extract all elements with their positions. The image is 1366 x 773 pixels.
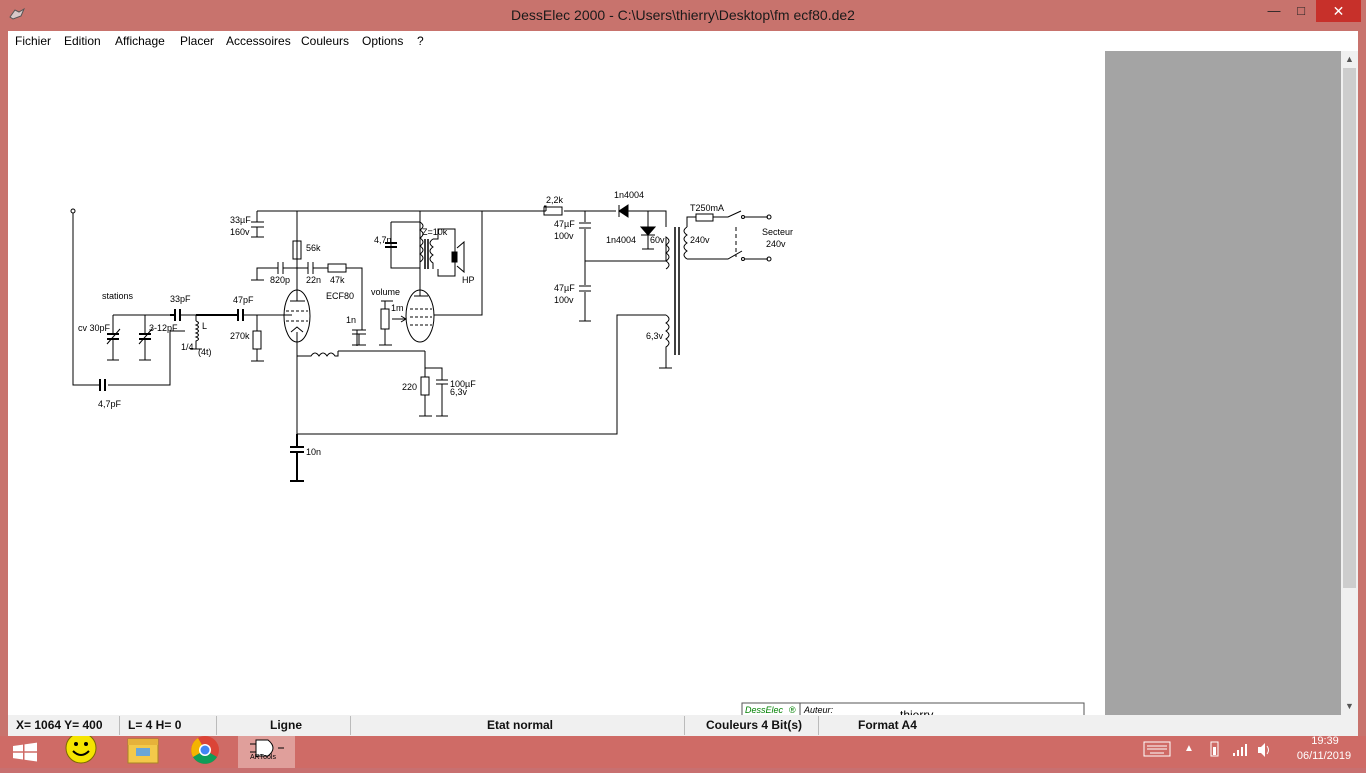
smiley-app-icon[interactable] [56,732,106,768]
label-c33u: 33µF [230,215,251,225]
start-button[interactable] [0,736,50,768]
label-d1: 1n4004 [614,190,644,200]
label-pot1m: 1m [391,303,404,313]
cartouche-reg: ® [789,705,796,715]
maximize-button[interactable]: □ [1297,3,1305,18]
chrome-icon[interactable] [180,736,230,768]
status-coords: X= 1064 Y= 400 [16,718,103,732]
label-c47u-a: 47µF [554,219,575,229]
label-fuse: T250mA [690,203,724,213]
label-trimmer: 3-12pF [149,323,178,333]
label-d2: 1n4004 [606,235,636,245]
label-stations: stations [102,291,134,301]
close-button[interactable]: ✕ [1316,0,1361,22]
label-volume: volume [371,287,400,297]
artools-icon [250,739,284,757]
label-v6-3: 6,3v [450,387,468,397]
menu-edition[interactable]: Edition [64,34,101,48]
status-format: Format A4 [858,718,917,732]
label-r2-2k: 2,2k [546,195,564,205]
status-tool: Ligne [270,718,302,732]
scroll-up-icon[interactable]: ▲ [1345,54,1354,64]
label-cv30: cv 30pF [78,323,111,333]
scrollbar-thumb[interactable] [1343,68,1356,588]
network-icon[interactable] [1230,736,1248,768]
label-c1n: 1n [346,315,356,325]
cartouche-brand: DessElec [745,705,784,715]
status-colors: Couleurs 4 Bit(s) [706,718,803,732]
cartouche-author-label: Auteur: [803,705,834,715]
menu-help[interactable]: ? [417,34,424,48]
label-r47k: 47k [330,275,345,285]
window-title: DessElec 2000 - C:\Users\thierry\Desktop… [511,7,855,23]
artools-label: ARTools [250,754,276,761]
menu-affichage[interactable]: Affichage [115,34,165,48]
app-icon[interactable] [9,7,25,21]
keyboard-icon[interactable] [1142,736,1172,768]
label-r56k: 56k [306,243,321,253]
file-explorer-icon[interactable] [118,736,168,768]
label-v60: 60v [650,235,665,245]
label-secteur: Secteur [762,227,793,237]
label-c820p: 820p [270,275,290,285]
label-c10n: 10n [306,447,321,457]
menu-placer[interactable]: Placer [180,34,215,48]
taskbar: ARTools ▲ 19:39 06/11/2019 [0,732,1366,768]
label-v160: 160v [230,227,250,237]
status-state: Etat normal [487,718,554,732]
label-v240a: 240v [690,235,710,245]
menu-accessoires[interactable]: Accessoires [226,34,291,48]
drawing-canvas[interactable]: stations cv 30pF 3-12pF 33pF 47pF L 1/4 … [8,51,1105,715]
menu-couleurs[interactable]: Couleurs [301,34,350,48]
menu-options[interactable]: Options [362,34,404,48]
label-c4-7n: 4,7n [374,235,392,245]
label-coil-4t: (4t) [198,347,212,357]
cartouche-author: thierry [900,708,933,715]
clock-date: 06/11/2019 [1296,750,1352,762]
volume-icon[interactable] [1255,736,1273,768]
label-r270k: 270k [230,331,250,341]
scroll-down-icon[interactable]: ▼ [1345,701,1354,711]
menu-fichier[interactable]: Fichier [15,34,52,48]
label-c22n: 22n [306,275,321,285]
label-coil-14: 1/4 [181,342,194,352]
label-coil-l: L [202,321,207,331]
label-c47u-b: 47µF [554,283,575,293]
schematic-drawing[interactable]: stations cv 30pF 3-12pF 33pF 47pF L 1/4 … [8,51,1105,715]
label-c47p: 47pF [233,295,254,305]
status-dims: L= 4 H= 0 [128,718,182,732]
clock-time: 19:39 [1311,735,1339,747]
label-c100u: 100µF [450,379,476,389]
status-bar: X= 1064 Y= 400 L= 4 H= 0 Ligne Etat norm… [8,715,1358,736]
label-c33p: 33pF [170,294,191,304]
tray-chevron-icon[interactable]: ▲ [1184,743,1194,754]
label-z10k: Z=10k [422,227,448,237]
menu-bar: Fichier Edition Affichage Placer Accesso… [8,31,1358,51]
title-bar[interactable]: DessElec 2000 - C:\Users\thierry\Desktop… [0,0,1366,31]
label-v100a: 100v [554,231,574,241]
title-block: DessElec ® Auteur: thierry [741,702,1085,715]
minimize-button[interactable]: — [1267,3,1281,18]
label-v240b: 240v [766,239,786,249]
artools-taskbar-button[interactable]: ARTools [238,736,295,768]
antenna-terminal[interactable] [70,208,76,214]
app-window: DessElec 2000 - C:\Users\thierry\Desktop… [0,0,1366,736]
label-heater: 6,3v [646,331,664,341]
battery-icon[interactable] [1205,736,1223,768]
label-v100b: 100v [554,295,574,305]
label-c4-7p: 4,7pF [98,399,122,409]
label-tube: ECF80 [326,291,354,301]
workspace-margin [1105,51,1341,715]
label-hp: HP [462,275,475,285]
windows-icon [13,742,37,762]
label-r220: 220 [402,382,417,392]
